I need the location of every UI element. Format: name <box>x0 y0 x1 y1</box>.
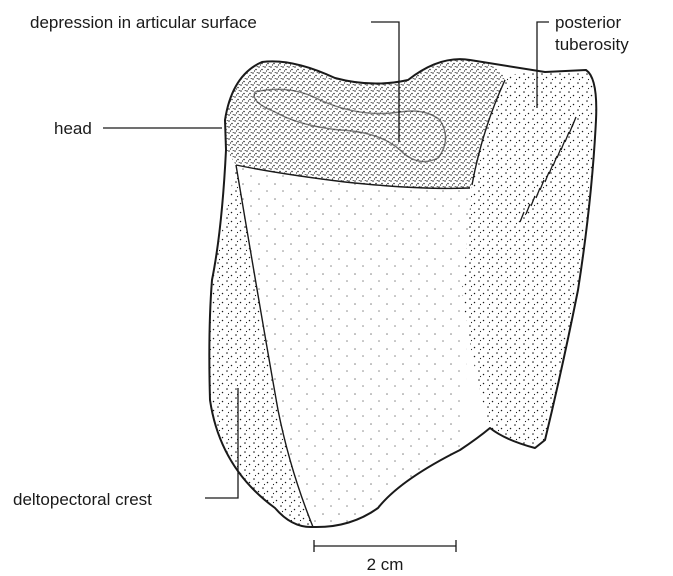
label-head: head <box>54 119 222 138</box>
label-deltopectoral: deltopectoral crest <box>13 388 238 509</box>
label-posterior-text-1: posterior <box>555 13 621 32</box>
label-depression-text: depression in articular surface <box>30 13 257 32</box>
label-posterior-text-2: tuberosity <box>555 35 629 54</box>
scale-bar-label: 2 cm <box>367 555 404 574</box>
label-head-text: head <box>54 119 92 138</box>
bone-drawing <box>209 59 596 527</box>
scale-bar-line <box>314 540 456 552</box>
label-deltopectoral-text: deltopectoral crest <box>13 490 152 509</box>
head-stipple <box>225 59 505 188</box>
scale-bar: 2 cm <box>314 540 456 574</box>
